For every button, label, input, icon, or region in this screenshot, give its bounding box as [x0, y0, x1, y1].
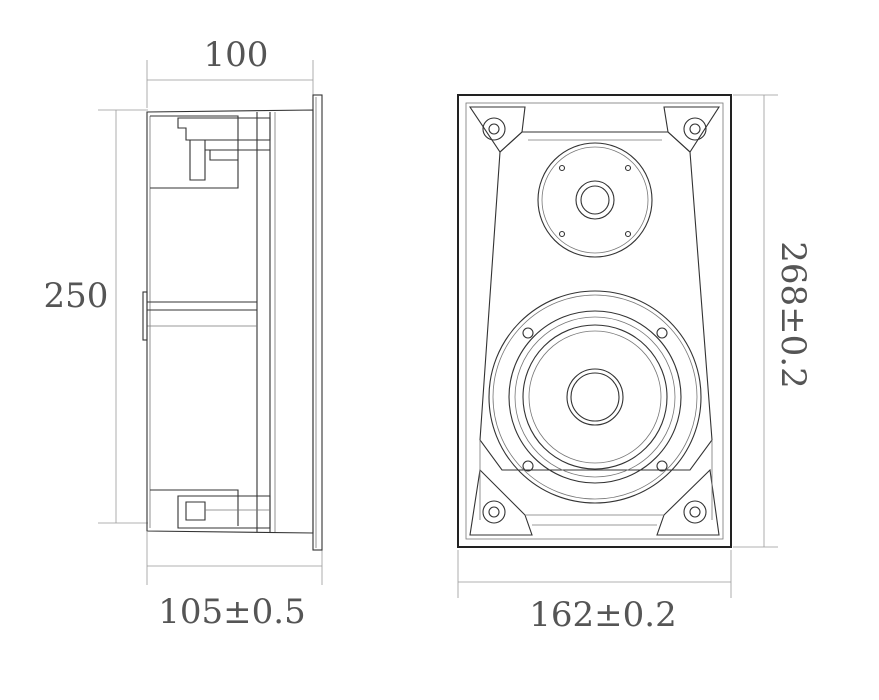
- tweeter: [537, 142, 653, 258]
- corner-screw-top-right: [683, 117, 707, 141]
- dimension-side-depth: [146, 532, 323, 585]
- front-frame: [457, 94, 732, 548]
- side-body: [142, 94, 323, 551]
- side-view: 100 250 105±0.5: [44, 35, 323, 632]
- front-view: 162±0.2 268±0.2: [457, 94, 813, 635]
- corner-screw-top-left: [482, 117, 506, 141]
- dimension-side-height: [98, 109, 148, 524]
- woofer: [488, 290, 702, 504]
- dimension-label-top-width: 100: [204, 35, 269, 75]
- dimension-top-width: [146, 60, 314, 108]
- corner-screw-bottom-left: [482, 500, 506, 524]
- dimension-label-side-height: 250: [44, 276, 109, 316]
- dimension-front-height: [733, 94, 778, 548]
- corner-screw-bottom-right: [683, 500, 707, 524]
- dimension-label-front-height: 268±0.2: [773, 241, 813, 388]
- dimension-front-width: [457, 550, 732, 598]
- dimension-label-front-width: 162±0.2: [529, 595, 676, 635]
- dimension-label-side-depth: 105±0.5: [158, 592, 305, 632]
